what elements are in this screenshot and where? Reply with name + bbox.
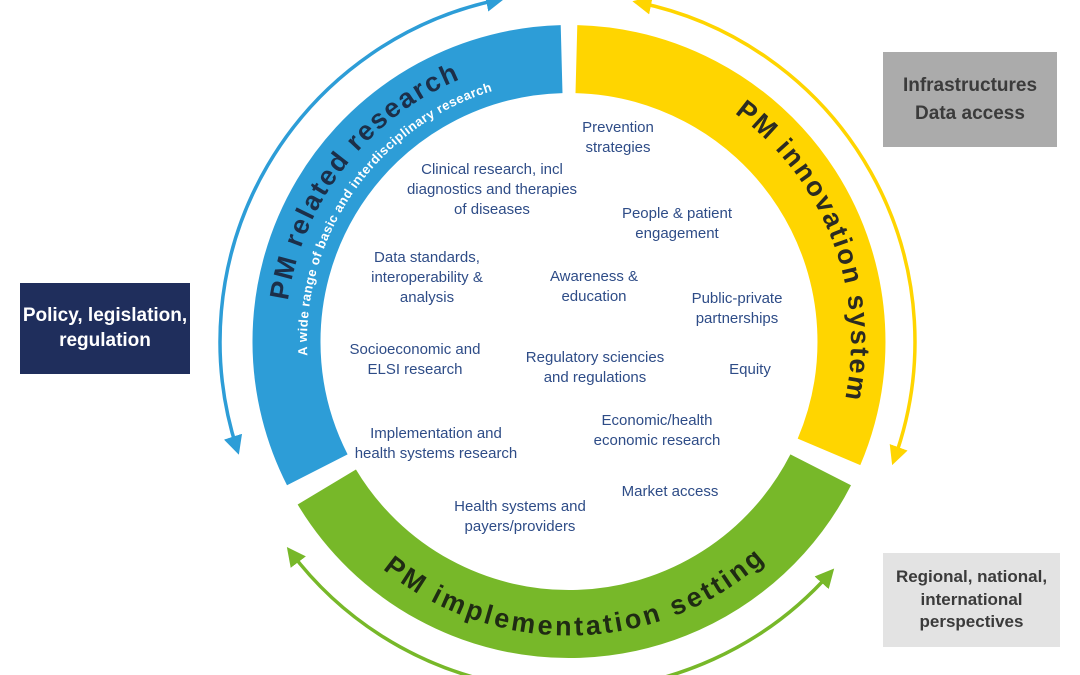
infrastructures-data-access-box: Infrastructures Data access [883,52,1057,147]
item-public-private-partnerships: Public-private partnerships [691,290,783,327]
item-implementation-research: Implementation and health systems resear… [354,425,518,462]
implementation-setting-segment [297,454,851,659]
item-clinical-research: Clinical research, incl diagnostics and … [406,161,578,218]
item-equity: Equity [729,361,771,379]
item-health-systems-payers: Health systems and payers/providers [454,498,586,535]
item-economic-research: Economic/health economic research [593,412,721,449]
innovation-system-segment [575,25,886,466]
item-socioeconomic-elsi: Socioeconomic and ELSI research [349,341,481,378]
item-data-standards: Data standards, interoperability & analy… [371,249,483,306]
regional-perspectives-box: Regional, national, international perspe… [883,553,1060,647]
item-people-patient-engagement: People & patient engagement [621,205,733,242]
item-prevention-strategies: Prevention strategies [582,119,654,156]
item-regulatory-sciences: Regulatory sciencies and regulations [525,349,665,386]
green-cycle-arrow [286,546,835,675]
policy-legislation-box: Policy, legislation, regulation [20,283,190,374]
yellow-cycle-arrow [632,0,917,466]
item-market-access: Market access [621,483,719,501]
item-awareness-education: Awareness & education [549,268,639,305]
related-research-segment [252,25,563,486]
blue-cycle-arrow [218,0,505,455]
